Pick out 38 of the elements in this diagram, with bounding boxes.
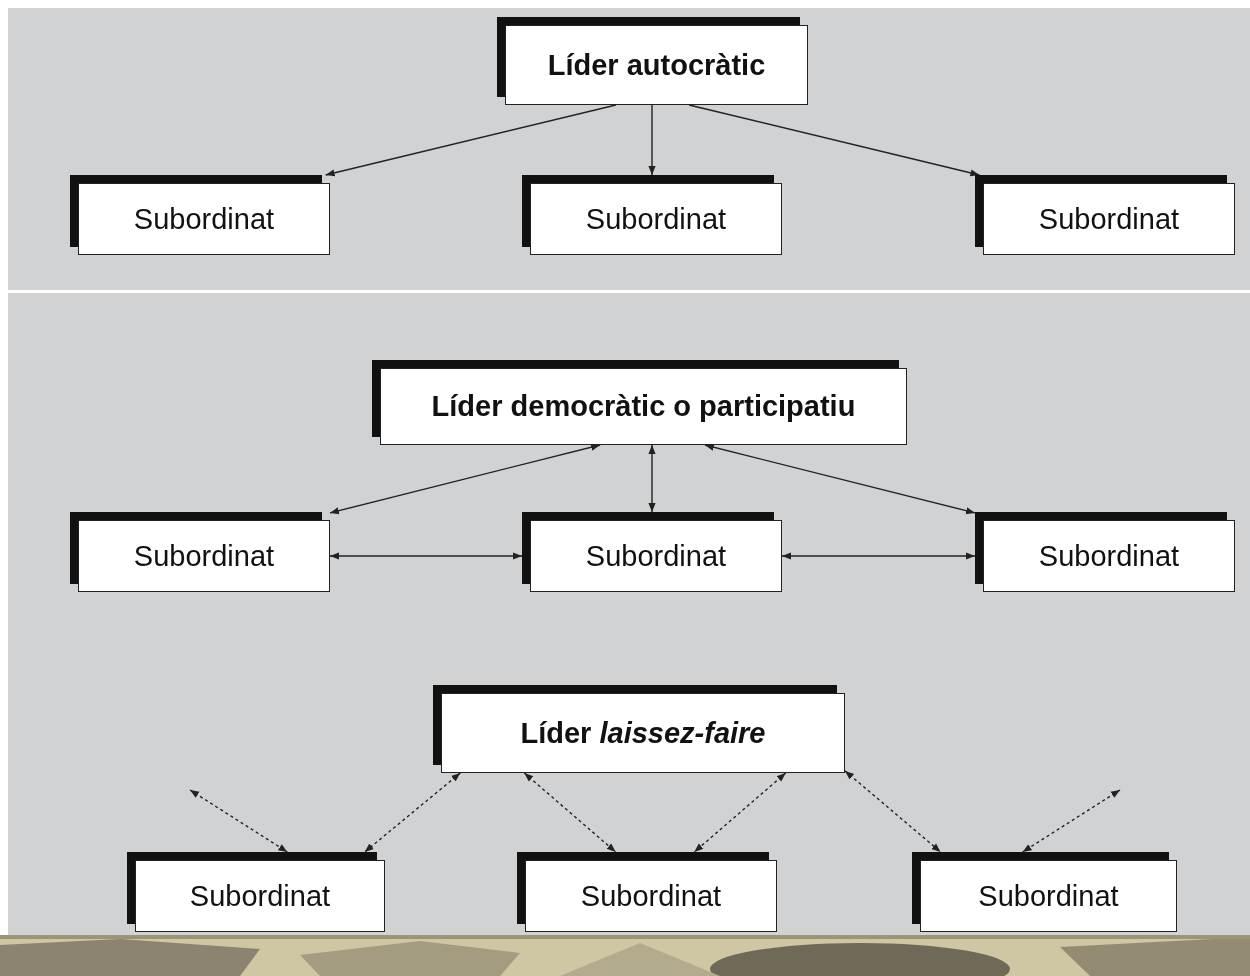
subordinate-label: Subordinat — [189, 879, 331, 913]
process-box — [70, 512, 330, 592]
arrow — [648, 104, 656, 176]
process-box — [372, 360, 907, 445]
dashed-arrow — [189, 789, 289, 853]
subordinate-label: Subordinat — [1038, 539, 1180, 573]
process-box — [70, 175, 330, 255]
arrow — [329, 552, 523, 560]
subordinate-label: Subordinat — [978, 879, 1119, 913]
process-box — [433, 685, 845, 773]
subordinate-label: Subordinat — [585, 202, 727, 236]
dashed-arrow — [364, 772, 461, 853]
leader-label: Líder democràtic o participatiu — [431, 390, 856, 423]
process-box — [912, 852, 1177, 932]
process-box — [517, 852, 777, 932]
leader-label: Líder autocràtic — [547, 48, 766, 82]
process-box — [975, 175, 1235, 255]
process-box — [522, 512, 782, 592]
subordinate-label: Subordinat — [580, 879, 722, 913]
dashed-arrow — [844, 770, 942, 853]
process-box — [127, 852, 385, 932]
dashed-arrow — [1021, 789, 1121, 853]
subordinate-label: Subordinat — [1038, 202, 1180, 236]
arrow — [781, 552, 976, 560]
subordinate-label: Subordinat — [133, 539, 275, 573]
process-box — [497, 17, 808, 105]
arrow — [688, 104, 981, 177]
arrow — [648, 444, 656, 513]
subordinate-label: Subordinat — [133, 202, 275, 236]
dashed-arrow — [523, 772, 617, 853]
process-box — [522, 175, 782, 255]
leader-label: Líder laissez-faire — [520, 716, 766, 750]
arrow — [329, 443, 601, 515]
process-box — [975, 512, 1235, 592]
arrow — [324, 104, 617, 177]
dashed-arrow — [693, 772, 787, 853]
subordinate-label: Subordinat — [585, 539, 727, 573]
arrow — [704, 443, 976, 515]
